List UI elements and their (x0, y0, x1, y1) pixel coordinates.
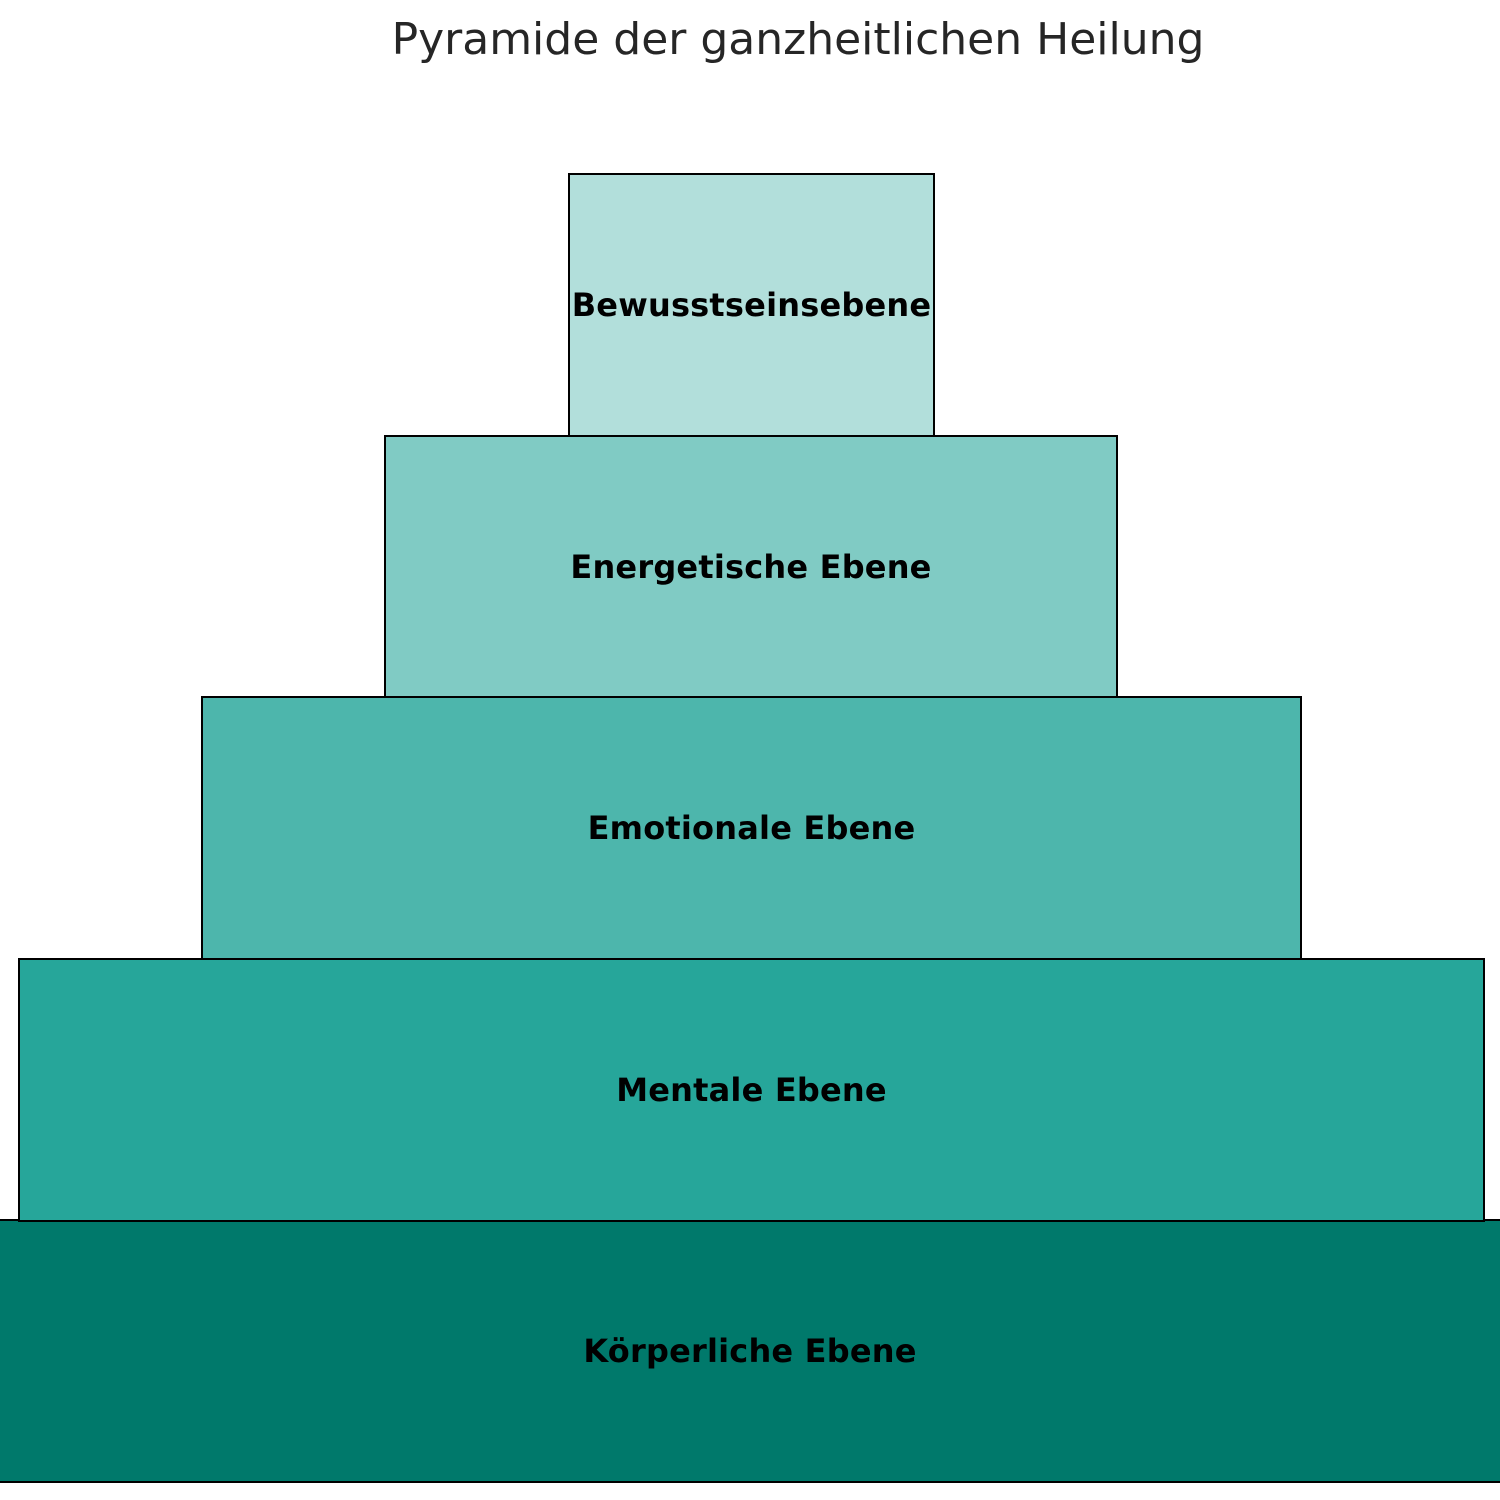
level-label: Energetische Ebene (570, 547, 932, 586)
level-label: Bewusstseinsebene (571, 286, 932, 324)
level-label: Emotionale Ebene (587, 809, 916, 847)
level-label: Mentale Ebene (616, 1071, 887, 1109)
pyramid-level-bewusstsein: Bewusstseinsebene (568, 173, 935, 437)
diagram-title: Pyramide der ganzheitlichen Heilung (391, 14, 1205, 65)
pyramid-level-energetisch: Energetische Ebene (384, 435, 1118, 698)
pyramid-level-koerperlich: Körperliche Ebene (0, 1219, 1500, 1483)
level-label: Körperliche Ebene (583, 1332, 917, 1370)
pyramid-level-mental: Mentale Ebene (18, 958, 1485, 1222)
pyramid-level-emotional: Emotionale Ebene (201, 696, 1302, 960)
